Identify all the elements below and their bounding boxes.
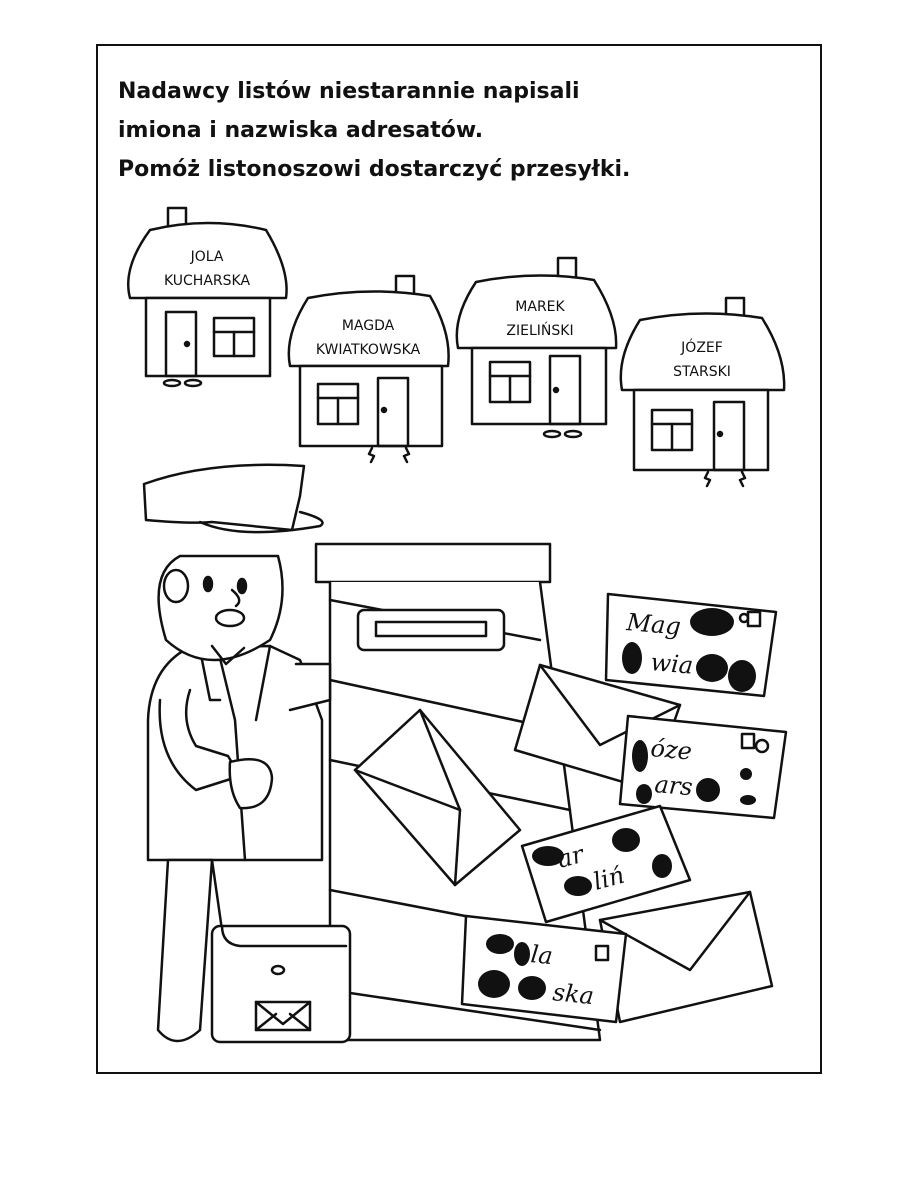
- house-name-last: STARSKI: [673, 364, 731, 380]
- instruction-line-1: Nadawcy listów niestarannie napisali: [118, 79, 580, 104]
- ink-blot: [622, 608, 756, 692]
- house-name-first: MAREK: [515, 299, 565, 315]
- instruction-line-2: imiona i nazwiska adresatów.: [118, 118, 484, 143]
- letter-jola: la ska: [460, 914, 628, 1024]
- ink-blot: [632, 740, 756, 805]
- letter-marek: ar liń: [520, 804, 692, 924]
- house-name-last: ZIELIŃSKI: [506, 321, 573, 339]
- instruction-line-3: Pomóż listonoszowi dostarczyć przesyłki.: [118, 157, 631, 182]
- letter-jozef: óze ars: [618, 714, 788, 820]
- house-name-first: JÓZEF: [680, 338, 723, 356]
- letter-text: la: [529, 940, 554, 970]
- ink-blot: [532, 828, 672, 896]
- house-name-last: KUCHARSKA: [164, 273, 250, 289]
- house-name-first: JOLA: [190, 249, 224, 265]
- letter-magda: Mag wia: [604, 592, 778, 698]
- house-marek-zielinski: MAREK ZIELIŃSKI: [455, 256, 618, 439]
- letter-text: wia: [649, 648, 694, 680]
- house-jozef-starski: JÓZEF STARSKI: [619, 296, 786, 488]
- instructions: Nadawcy listów niestarannie napisali imi…: [118, 72, 798, 189]
- house-name-last: KWIATKOWSKA: [316, 342, 421, 358]
- ink-blot: [478, 934, 546, 1000]
- house-jola-kucharska: JOLA KUCHARSKA: [126, 206, 288, 388]
- letter-text: ars: [653, 770, 693, 801]
- envelope-lower: [598, 890, 774, 1024]
- letter-text: ska: [551, 978, 595, 1010]
- letter-text: Mag: [624, 608, 681, 641]
- house-name-first: MAGDA: [342, 318, 395, 334]
- house-magda-kwiatkowska: MAGDA KWIATKOWSKA: [287, 274, 450, 464]
- letter-text: óze: [649, 734, 693, 765]
- postman: [142, 463, 352, 1044]
